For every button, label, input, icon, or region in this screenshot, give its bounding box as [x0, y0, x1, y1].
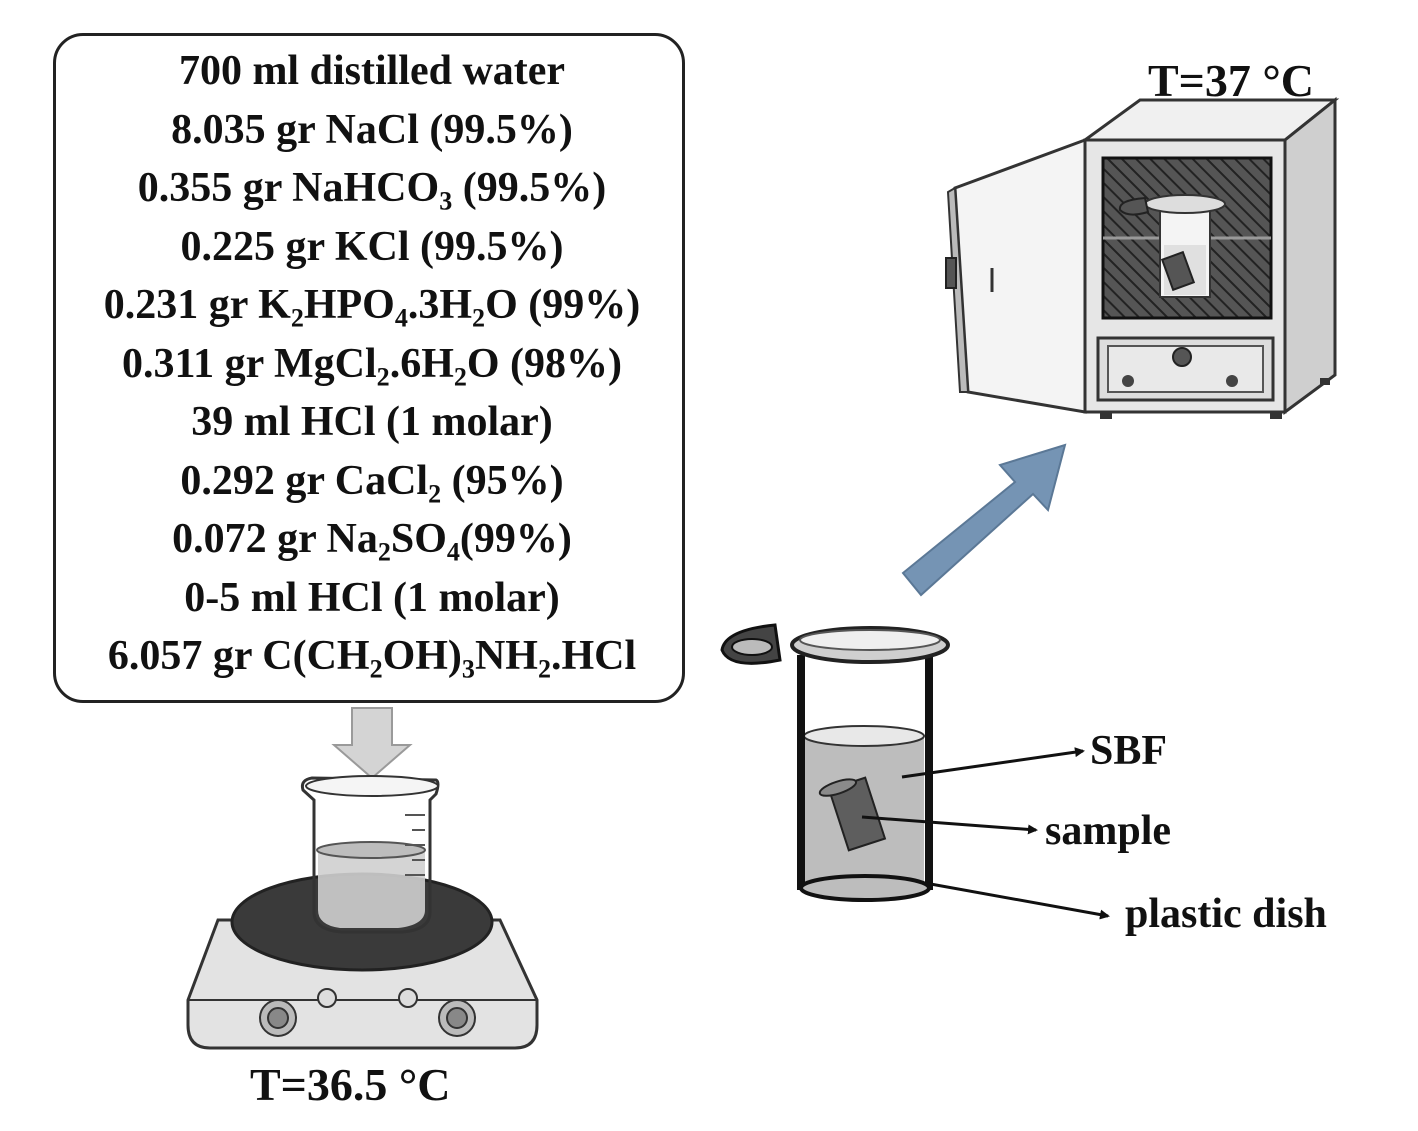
recipe-box: 700 ml distilled water 8.035 gr NaCl (99.…	[53, 33, 685, 703]
recipe-text: OH)	[382, 633, 462, 679]
hotplate-knob-right	[438, 999, 476, 1037]
recipe-line: 0.072 gr Na2SO4(99%)	[56, 516, 688, 565]
down-arrow	[331, 707, 413, 780]
incubator-dial	[1172, 347, 1192, 367]
recipe-subscript: 2	[376, 361, 390, 391]
recipe-text: .6H	[389, 340, 454, 387]
plastic-dish-illustration	[720, 623, 950, 902]
recipe-line: 0.311 gr MgCl2.6H2O (98%)	[56, 340, 688, 390]
recipe-text: 0.225 gr KCl (99.5%)	[180, 223, 564, 270]
recipe-text: O (99%)	[485, 282, 641, 328]
recipe-text: .HCl	[550, 633, 637, 679]
recipe-subscript: 2	[369, 654, 383, 684]
recipe-line: 700 ml distilled water	[56, 50, 688, 92]
recipe-line: 0.292 gr CaCl2 (95%)	[56, 457, 688, 507]
recipe-text: 39 ml HCl (1 molar)	[191, 399, 553, 445]
plastic-dish-label: plastic dish	[1125, 891, 1327, 937]
recipe-line: 39 ml HCl (1 molar)	[56, 401, 688, 443]
recipe-text: 0.231 gr K	[103, 282, 291, 328]
recipe-text: 8.035 gr NaCl (99.5%)	[171, 106, 573, 153]
recipe-line: 6.057 gr C(CH2OH)3NH2.HCl	[56, 633, 688, 682]
recipe-subscript: 3	[461, 654, 475, 684]
hotplate-indicator-left	[317, 988, 337, 1008]
recipe-text: NH	[474, 633, 538, 679]
incubator-temperature-label: T=37 °C	[1148, 55, 1315, 106]
recipe-text: 0.311 gr MgCl	[121, 340, 377, 387]
recipe-subscript: 2	[428, 478, 442, 508]
dish-pointer-arrow	[924, 881, 1110, 920]
incubator-door	[945, 137, 1087, 414]
sbf-label: SBF	[1090, 728, 1168, 774]
recipe-text: .3H	[407, 282, 473, 328]
recipe-text: HPO	[303, 282, 395, 328]
incubator-knob-right	[1226, 375, 1238, 387]
dish-lid	[720, 623, 950, 665]
recipe-text: (99%)	[459, 516, 572, 562]
recipe-text: 0.355 gr NaHCO	[137, 165, 440, 211]
recipe-line: 0.225 gr KCl (99.5%)	[56, 226, 688, 268]
recipe-line: 0.355 gr NaHCO3 (99.5%)	[56, 165, 688, 214]
recipe-subscript: 4	[394, 303, 408, 333]
recipe-text: (95%)	[441, 457, 564, 504]
hotplate-knob-left	[259, 999, 297, 1037]
recipe-subscript: 4	[446, 537, 460, 567]
incubator-dish	[1118, 194, 1226, 298]
hotplate-indicator-right	[398, 988, 418, 1008]
sbf-pointer-arrow	[901, 747, 1085, 779]
recipe-line: 8.035 gr NaCl (99.5%)	[56, 109, 688, 151]
recipe-text: 700 ml distilled water	[178, 48, 566, 94]
recipe-text: 0-5 ml HCl (1 molar)	[184, 574, 560, 621]
recipe-subscript: 3	[439, 186, 453, 216]
sample-cylinder	[818, 776, 887, 852]
big-diagonal-arrow	[901, 443, 1067, 597]
beaker-illustration	[300, 775, 440, 934]
sample-label: sample	[1045, 808, 1171, 854]
recipe-subscript: 2	[290, 303, 304, 333]
incubator-illustration	[945, 96, 1340, 419]
recipe-subscript: 2	[377, 537, 391, 567]
recipe-text: SO	[390, 516, 447, 562]
recipe-text: 0.292 gr CaCl	[180, 457, 429, 504]
recipe-text: O (98%)	[466, 340, 623, 387]
recipe-text: 6.057 gr C(CH	[107, 633, 370, 679]
incubator-knob-left	[1122, 375, 1134, 387]
recipe-text: (99.5%)	[452, 165, 607, 211]
recipe-subscript: 2	[537, 654, 551, 684]
recipe-text: 0.072 gr Na	[172, 516, 378, 562]
recipe-subscript: 2	[472, 303, 486, 333]
recipe-line: 0.231 gr K2HPO4.3H2O (99%)	[56, 282, 688, 331]
hotplate-temperature-label: T=36.5 °C	[250, 1059, 451, 1110]
sample-pointer-arrow	[861, 815, 1038, 835]
recipe-line: 0-5 ml HCl (1 molar)	[56, 577, 688, 619]
recipe-subscript: 2	[453, 361, 467, 391]
